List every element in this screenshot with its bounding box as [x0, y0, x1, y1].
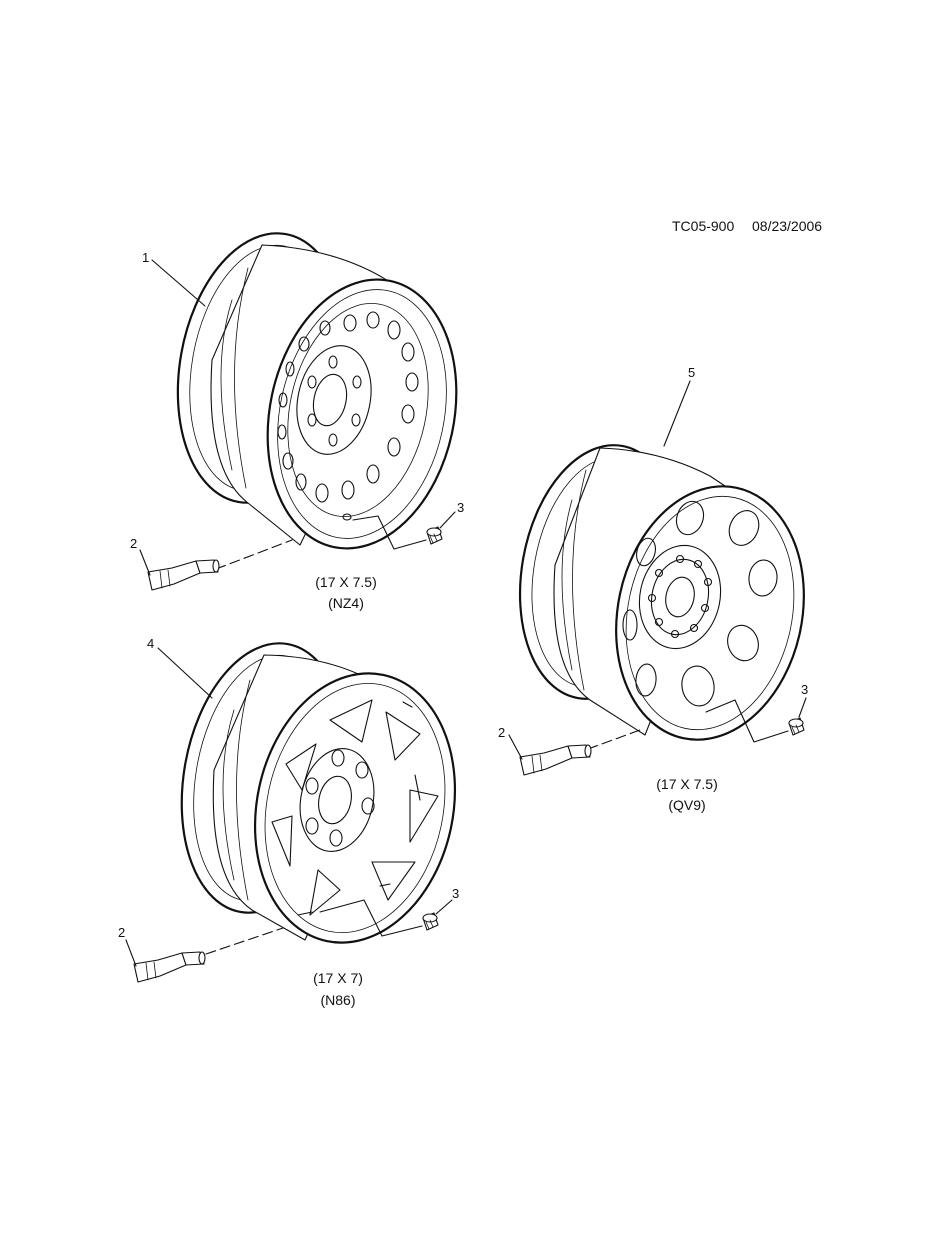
wheel-nz4-front-rim: [266, 278, 458, 550]
callout-3-qv9: 3: [801, 682, 808, 697]
caption-n86-size: (17 X 7): [313, 970, 363, 986]
wheel-qv9: [518, 444, 805, 741]
valve-cap-nz4: [426, 526, 443, 545]
wheel-n86-hub: [299, 748, 375, 852]
callout-2-qv9: 2: [498, 725, 505, 740]
callout-1: 1: [142, 250, 149, 265]
caption-nz4-code: (NZ4): [328, 595, 364, 611]
callout-4: 4: [147, 636, 154, 651]
callouts-qv9: 5 2 3 (17 X 7.5) (QV9): [498, 365, 808, 813]
valve-cap-qv9: [788, 717, 805, 736]
wheel-n86-lug-holes: [305, 749, 375, 847]
callouts-n86: 4 2 3 (17 X 7) (N86): [118, 636, 459, 1008]
callout-2-n86: 2: [118, 925, 125, 940]
valve-stem-nz4: [147, 559, 220, 591]
wheel-nz4-hub: [296, 345, 372, 455]
caption-qv9-code: (QV9): [668, 797, 705, 813]
diagram-header: TC05-900 08/23/2006: [672, 218, 822, 234]
callout-3-nz4: 3: [457, 500, 464, 515]
wheel-n86-spoke-windows: [271, 699, 439, 916]
callout-5: 5: [688, 365, 695, 380]
wheel-nz4-vent-holes: [277, 311, 419, 503]
callouts-nz4: 1 2 3 (17 X 7.5) (NZ4): [130, 250, 464, 611]
wheel-n86: [180, 642, 457, 944]
wheel-qv9-hub: [638, 544, 722, 650]
wheel-nz4-lug-holes: [307, 355, 362, 447]
caption-n86-code: (N86): [320, 992, 355, 1008]
caption-qv9-size: (17 X 7.5): [656, 776, 717, 792]
drawing-date: 08/23/2006: [752, 218, 822, 234]
valve-cap-n86: [422, 912, 439, 931]
callout-2-nz4: 2: [130, 536, 137, 551]
wheel-qv9-windows: [622, 500, 778, 707]
valve-stem-qv9: [519, 744, 592, 776]
caption-nz4-size: (17 X 7.5): [315, 574, 376, 590]
drawing-id: TC05-900: [672, 218, 734, 234]
wheel-qv9-lug-holes: [647, 554, 713, 639]
wheel-nz4: [176, 232, 458, 550]
valve-stem-n86: [133, 951, 206, 983]
callout-3-n86: 3: [452, 886, 459, 901]
